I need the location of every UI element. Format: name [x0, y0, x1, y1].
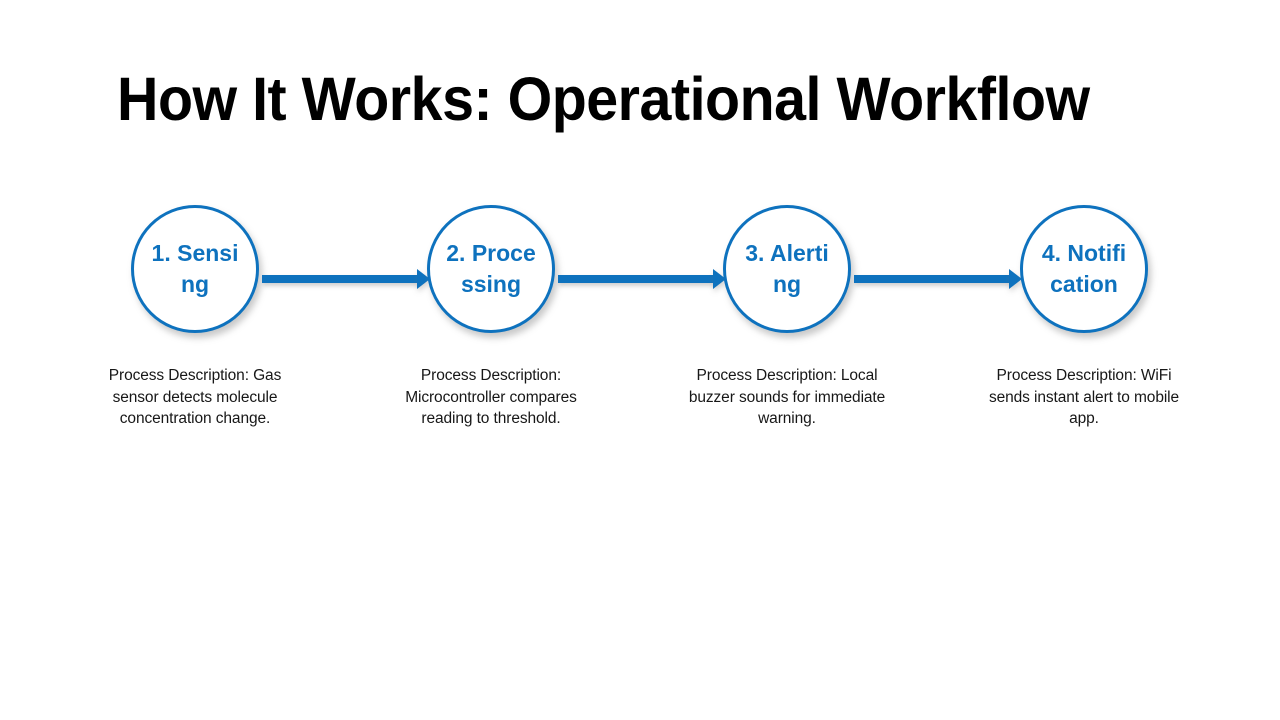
page-title: How It Works: Operational Workflow: [117, 65, 1090, 133]
step-circle-4[interactable]: [1020, 205, 1148, 333]
workflow-step-4[interactable]: 4. Notification Process Description: WiF…: [981, 195, 1187, 455]
arrow-right-icon-1: [262, 269, 430, 289]
step-description-2: Process Description: Microcontroller com…: [405, 367, 577, 427]
arrow-right-icon-3: [854, 269, 1022, 289]
workflow-step-3[interactable]: 3. Alerting Process Description: Local b…: [684, 195, 890, 455]
step-circle-3[interactable]: [723, 205, 851, 333]
step-description-4: Process Description: WiFi sends instant …: [988, 367, 1180, 427]
workflow-diagram: 1. Sensing Process Description: Gas sens…: [0, 195, 1280, 455]
step-description-1: Process Description: Gas sensor detects …: [108, 367, 282, 427]
step-circle-2[interactable]: [427, 205, 555, 333]
arrow-right-icon-2: [558, 269, 726, 289]
step-description-3: Process Description: Local buzzer sounds…: [688, 367, 886, 427]
workflow-step-1[interactable]: 1. Sensing Process Description: Gas sens…: [92, 195, 298, 455]
step-circle-1[interactable]: [131, 205, 259, 333]
workflow-step-2[interactable]: 2. Processing Process Description: Micro…: [388, 195, 594, 455]
